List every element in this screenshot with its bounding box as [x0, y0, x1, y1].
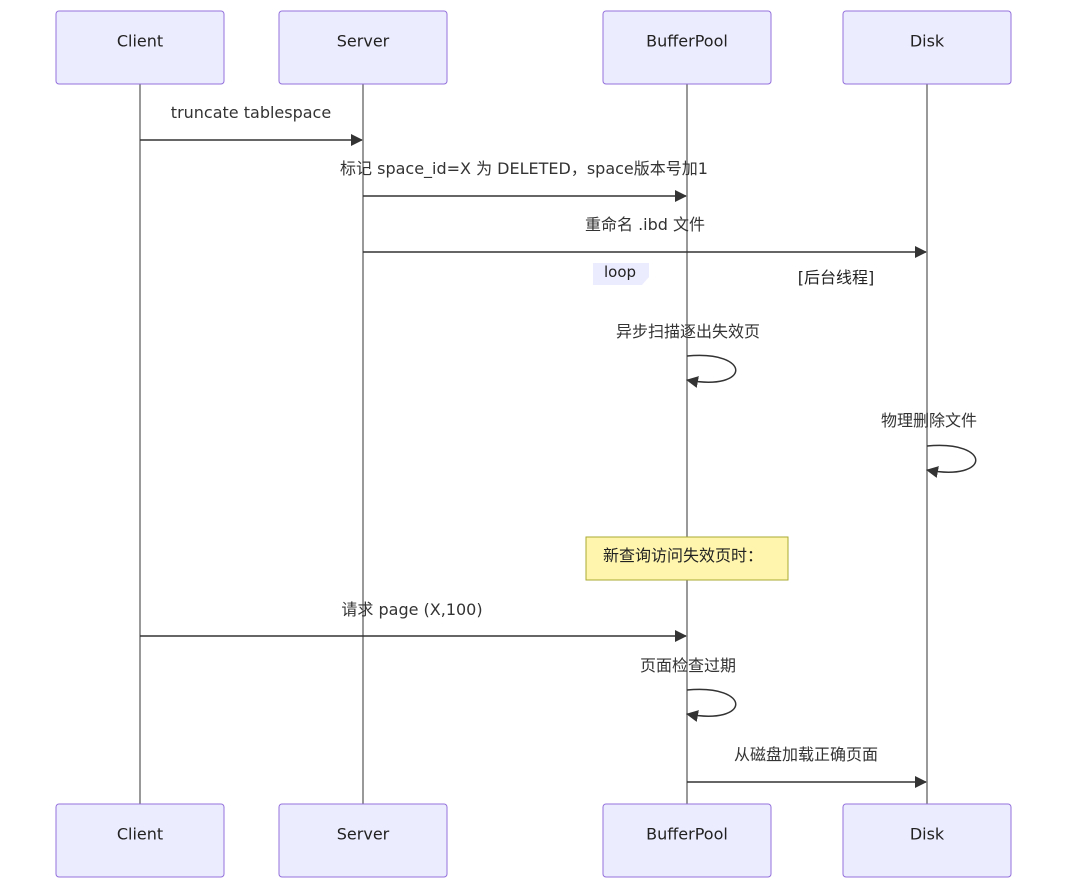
actor-label: Disk: [910, 825, 945, 844]
loop-condition: [后台线程]: [798, 268, 875, 287]
note-text: 新查询访问失效页时：: [603, 546, 763, 565]
message-label: 异步扫描逐出失效页: [616, 322, 760, 341]
loop-block: loop [后台线程]: [593, 263, 874, 287]
actor-label: Client: [117, 32, 163, 51]
actor-label: Server: [337, 825, 390, 844]
self-message-arrow: [686, 688, 737, 722]
actor-bufferpool-bottom: BufferPool: [602, 803, 772, 878]
actor-disk-top: Disk: [842, 10, 1012, 85]
actor-label: BufferPool: [646, 32, 728, 51]
actor-label: BufferPool: [646, 825, 728, 844]
message-label: 请求 page (X,100): [341, 600, 482, 619]
message-label: 从磁盘加载正确页面: [734, 745, 878, 764]
message-label: 页面检查过期: [640, 656, 736, 675]
loop-label: loop: [604, 263, 636, 281]
self-message-arrow: [686, 354, 737, 388]
message-label: 物理删除文件: [881, 411, 977, 430]
actor-label: Client: [117, 825, 163, 844]
actor-label: Disk: [910, 32, 945, 51]
actor-client-bottom: Client: [55, 803, 225, 878]
actor-client-top: Client: [55, 10, 225, 85]
message-label: truncate tablespace: [171, 103, 331, 122]
actor-label: Server: [337, 32, 390, 51]
message-label: 重命名 .ibd 文件: [585, 215, 705, 234]
message-label: 标记 space_id=X 为 DELETED，space版本号加1: [340, 159, 708, 179]
actor-bufferpool-top: BufferPool: [602, 10, 772, 85]
actor-server-top: Server: [278, 10, 448, 85]
note: 新查询访问失效页时：: [585, 536, 789, 581]
self-message-arrow: [926, 444, 977, 478]
actor-server-bottom: Server: [278, 803, 448, 878]
actor-disk-bottom: Disk: [842, 803, 1012, 878]
